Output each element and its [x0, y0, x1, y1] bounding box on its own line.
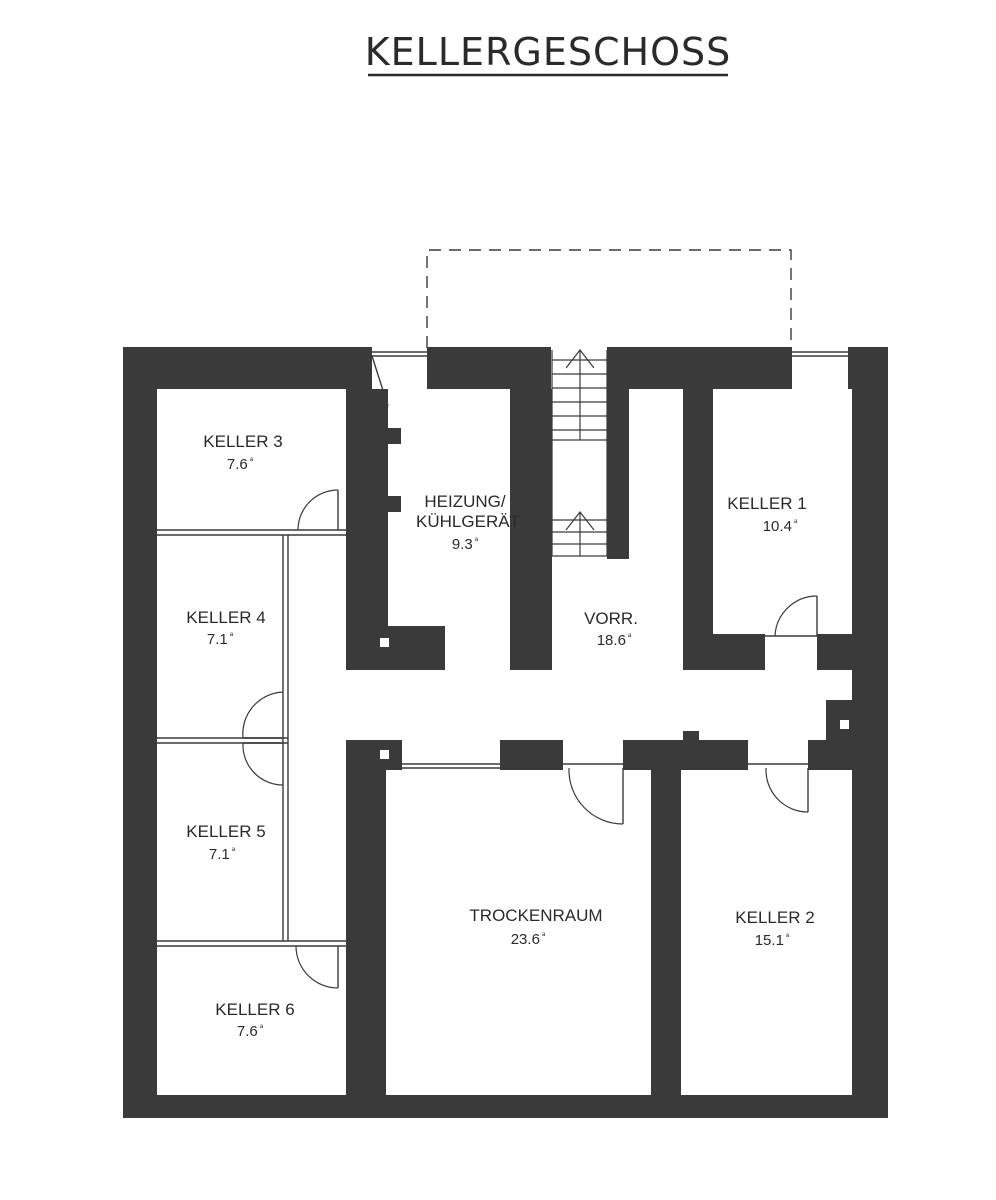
room-keller5-name: KELLER 5 [186, 822, 265, 841]
room-heizung-name-line2: KÜHLGERÄT [416, 512, 520, 531]
room-keller4-area: 7.1 [207, 631, 228, 648]
room-keller2-area: 15.1 [755, 932, 784, 949]
outer-wall-north-b [427, 347, 551, 389]
doors [242, 489, 818, 989]
partitions [157, 351, 848, 947]
door-keller5 [242, 742, 284, 786]
room-keller1-area: 10.4 [763, 518, 792, 535]
outside-shaft-outline [426, 249, 792, 348]
svg-text:9.3ᵃ: 9.3ᵃ [452, 535, 479, 553]
room-keller6-area: 7.6 [237, 1023, 258, 1040]
room-keller1-name: KELLER 1 [727, 494, 806, 513]
wall-keller3-heizung [346, 389, 388, 670]
svg-text:7.6ᵃ: 7.6ᵃ [227, 455, 254, 473]
svg-text:10.4ᵃ: 10.4ᵃ [763, 517, 798, 535]
room-heizung-name-line1: HEIZUNG/ [424, 492, 506, 511]
room-keller2-name: KELLER 2 [735, 908, 814, 927]
svg-text:7.1ᵃ: 7.1ᵃ [209, 845, 236, 863]
room-trockenraum-name: TROCKENRAUM [469, 906, 602, 925]
room-keller3-name: KELLER 3 [203, 432, 282, 451]
outer-wall-south [123, 1095, 888, 1118]
room-keller5-area: 7.1 [209, 846, 230, 863]
svg-text:23.6ᵃ: 23.6ᵃ [511, 930, 546, 948]
outer-wall-west [123, 347, 157, 1118]
svg-text:15.1ᵃ: 15.1ᵃ [755, 931, 790, 949]
room-trockenraum-area: 23.6 [511, 931, 540, 948]
outer-wall-north-d [848, 347, 888, 389]
wall-vorr-keller1 [683, 389, 713, 670]
svg-text:7.1ᵃ: 7.1ᵃ [207, 630, 234, 648]
svg-text:18.6ᵃ: 18.6ᵃ [597, 631, 632, 649]
outer-wall-north-a [123, 347, 372, 389]
svg-text:7.6ᵃ: 7.6ᵃ [237, 1022, 264, 1040]
wall-trockenraum-north [500, 740, 563, 770]
outer-wall-north-c [607, 347, 792, 389]
wall-stair-east [607, 389, 629, 559]
door-trockenraum [568, 767, 624, 825]
door-keller3 [297, 489, 339, 531]
door-keller2 [765, 767, 809, 813]
staircase [551, 349, 608, 557]
walls [123, 347, 888, 1118]
room-keller3-area: 7.6 [227, 456, 248, 473]
room-heizung-area: 9.3 [452, 536, 473, 553]
room-vorr-area: 18.6 [597, 632, 626, 649]
room-keller6-name: KELLER 6 [215, 1000, 294, 1019]
wall-keller6-east [346, 945, 386, 1095]
room-keller4-name: KELLER 4 [186, 608, 265, 627]
room-vorr-name: VORR. [584, 609, 638, 628]
door-keller4 [242, 691, 284, 739]
wall-trockenraum-keller2 [651, 740, 681, 1095]
door-keller6 [295, 945, 339, 989]
door-keller1 [774, 595, 818, 637]
outer-wall-east [852, 347, 888, 1118]
area-unit-mark: ᵃ [250, 455, 254, 465]
plan-title: KELLERGESCHOSS [365, 30, 732, 74]
